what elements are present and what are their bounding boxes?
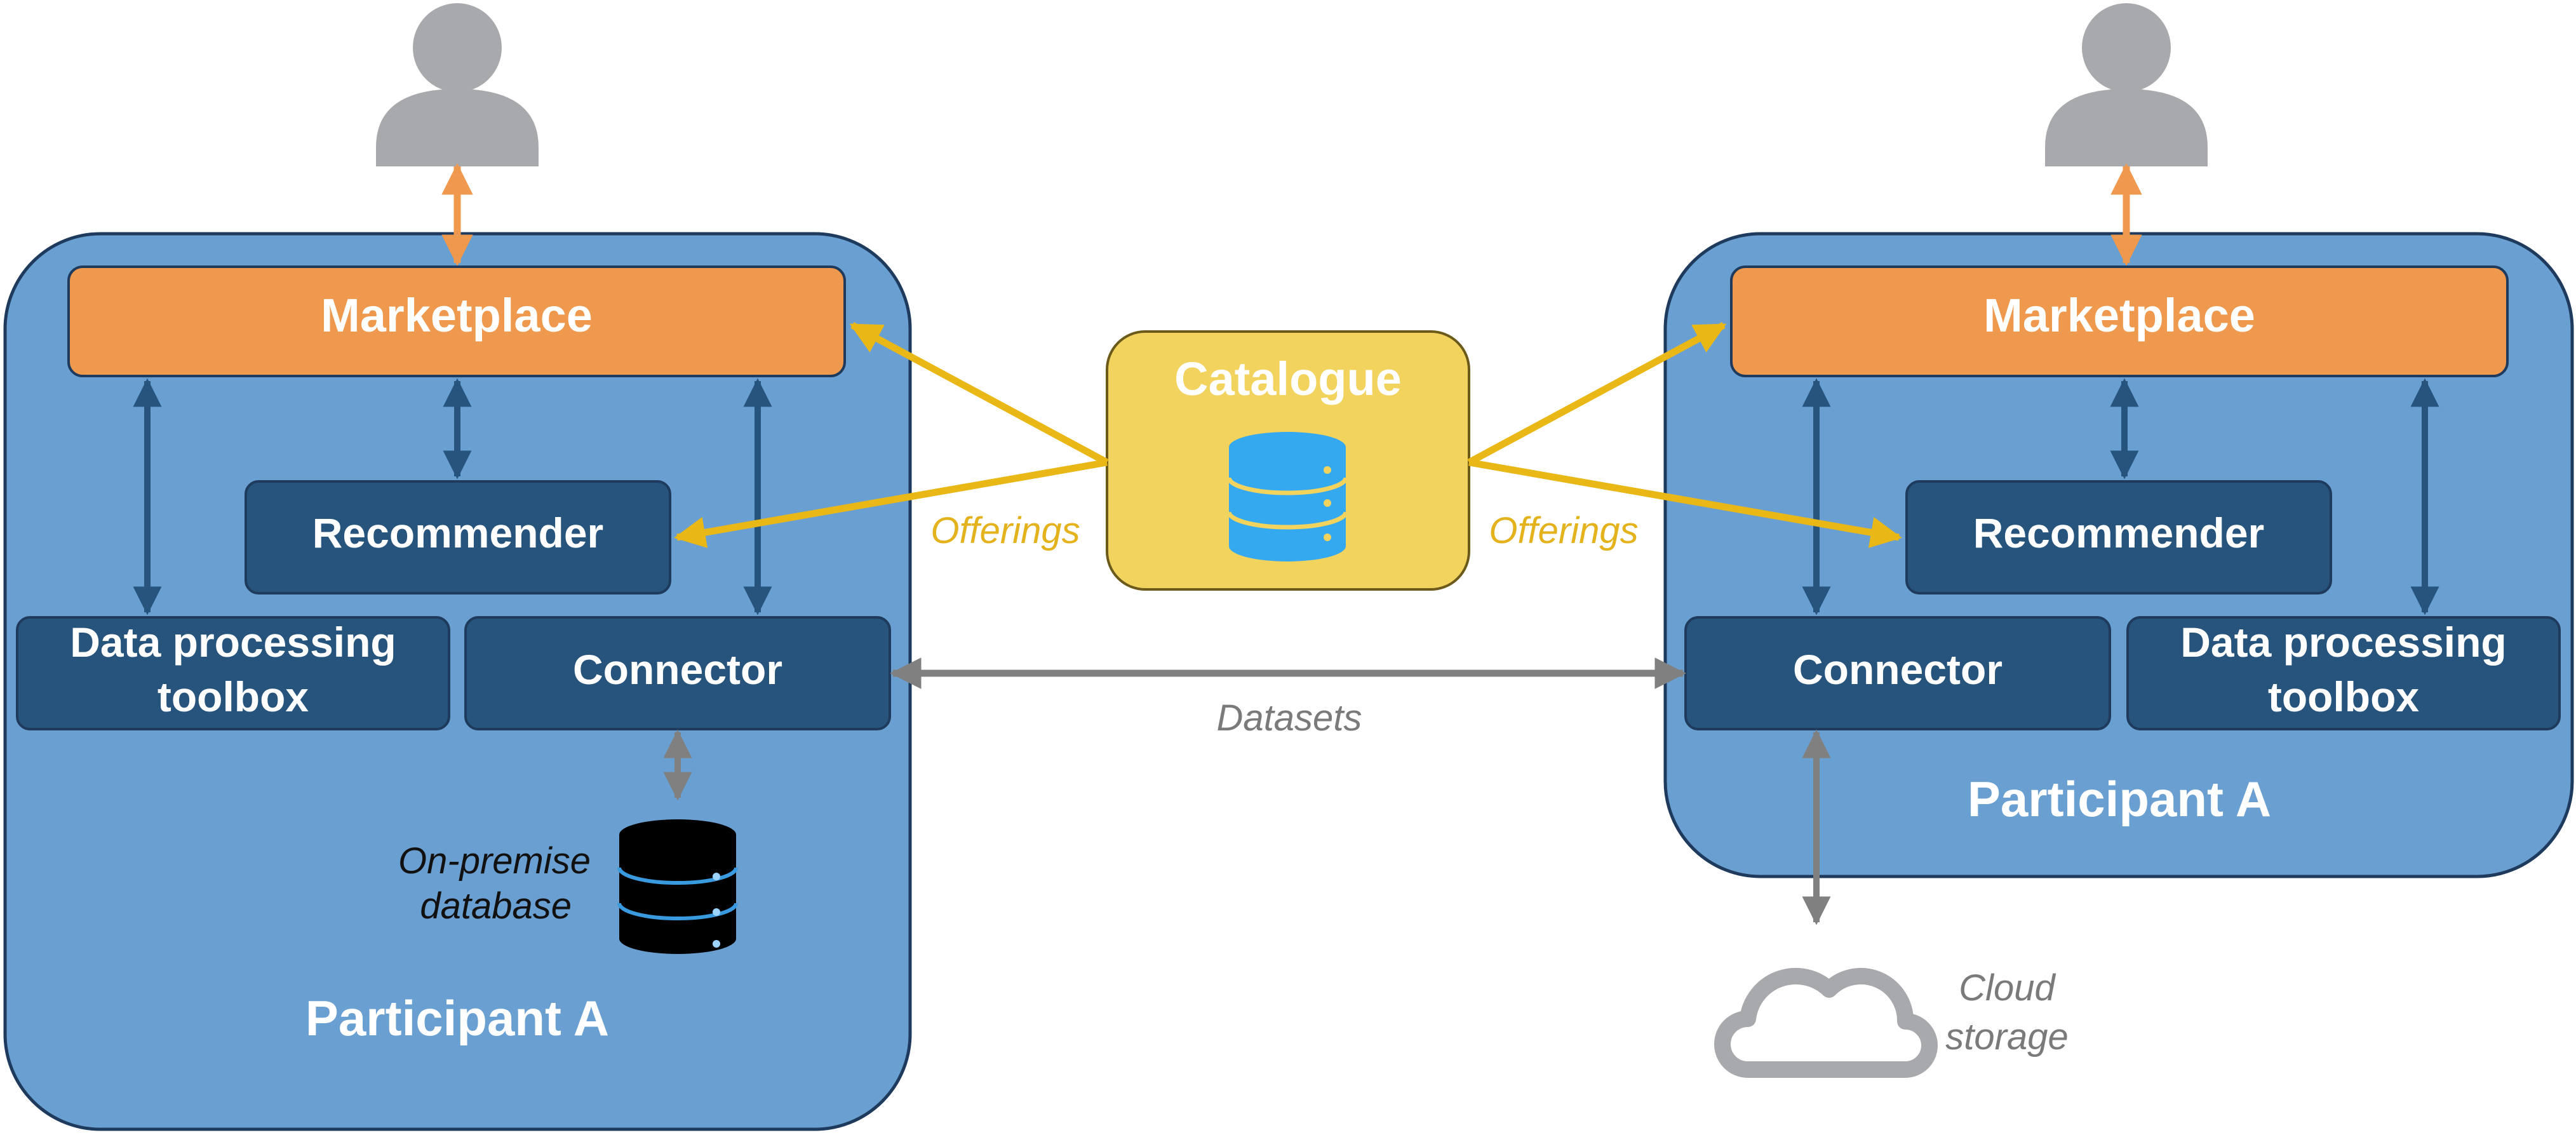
user-icon xyxy=(2045,3,2208,166)
cloud-icon xyxy=(1714,967,1938,1078)
right-marketplace-label: Marketplace xyxy=(1983,289,2255,342)
right-participant-name: Participant A xyxy=(1968,771,2271,827)
offerings-label-left: Offerings xyxy=(930,510,1080,551)
cloud-storage-label-line2: storage xyxy=(1945,1016,2068,1058)
offerings-label-right: Offerings xyxy=(1489,510,1638,551)
left-connector-label: Connector xyxy=(573,646,782,693)
right-recommender-label: Recommender xyxy=(1973,509,2265,556)
left-toolbox-box xyxy=(16,616,450,730)
right-marketplace-box xyxy=(1730,265,2509,377)
left-storage-label-line1: On-premise xyxy=(398,840,591,882)
left-toolbox-label-line2: toolbox xyxy=(158,673,309,720)
offerings-arrow-left-recommender xyxy=(674,459,1108,548)
offerings-arrow-left-marketplace xyxy=(849,322,1109,466)
right-recommender-box xyxy=(1905,480,2332,594)
left-toolbox-label-line1: Data processing xyxy=(70,619,396,666)
left-recommender-box xyxy=(245,480,671,594)
catalogue-title: Catalogue xyxy=(1174,353,1402,405)
offerings-arrow-right-marketplace xyxy=(1467,322,1727,466)
left-recommender-label: Recommender xyxy=(312,509,604,556)
datasets-label: Datasets xyxy=(1217,697,1362,739)
right-connector-label: Connector xyxy=(1793,646,2002,693)
left-marketplace-box xyxy=(67,265,846,377)
right-toolbox-label-line1: Data processing xyxy=(2180,619,2507,666)
database-icon xyxy=(1226,432,1348,561)
user-icon xyxy=(376,3,539,166)
left-marketplace-label: Marketplace xyxy=(321,289,593,342)
right-toolbox-label-line2: toolbox xyxy=(2268,673,2420,720)
right-toolbox-box xyxy=(2126,616,2561,730)
database-icon xyxy=(617,819,738,954)
offerings-arrow-right-recommender xyxy=(1468,459,1902,548)
left-connector-box xyxy=(464,616,891,730)
left-storage-label-line2: database xyxy=(420,885,572,927)
left-participant-name: Participant A xyxy=(305,990,609,1046)
cloud-storage-label-line1: Cloud xyxy=(1959,967,2056,1009)
